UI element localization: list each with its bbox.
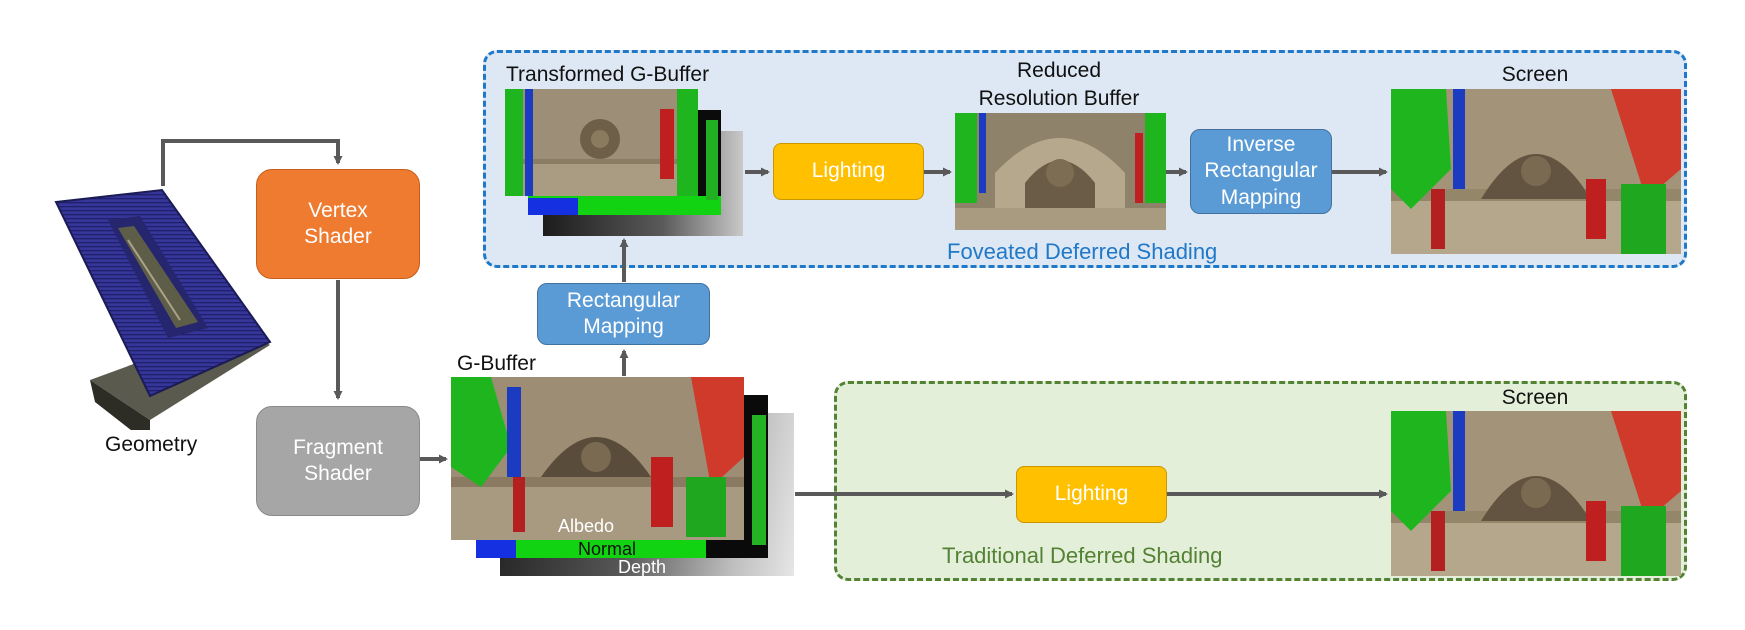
vertex-shader-line1: Vertex [308, 198, 368, 222]
vertex-shader-node: Vertex Shader [256, 169, 420, 279]
fragment-shader-node: Fragment Shader [256, 406, 420, 516]
foveated-caption: Foveated Deferred Shading [947, 239, 1218, 264]
foveated-lighting-node: Lighting [773, 143, 924, 200]
inverse-line3: Mapping [1220, 185, 1302, 209]
reduced-resolution-image [955, 113, 1166, 230]
fragment-shader-line2: Shader [304, 462, 372, 485]
albedo-label: Albedo [558, 516, 615, 536]
inverse-line1: Inverse [1226, 133, 1296, 157]
traditional-screen-image [1391, 411, 1681, 576]
rectangular-mapping-node: Rectangular Mapping [537, 283, 710, 345]
normal-label: Normal [578, 539, 637, 559]
depth-label: Depth [618, 557, 667, 577]
traditional-lighting-label: Lighting [1054, 482, 1129, 506]
geometry-to-vertex-arrow [161, 139, 343, 186]
gbuffer-title: G-Buffer [457, 352, 536, 375]
geometry-model-image [54, 188, 272, 430]
fragment-shader-line1: Fragment [293, 435, 383, 459]
traditional-lighting-node: Lighting [1016, 466, 1167, 523]
foveated-lighting-label: Lighting [811, 159, 886, 183]
transformed-albedo-layer-image [505, 89, 698, 196]
geometry-label: Geometry [105, 433, 198, 456]
gbuffer-albedo-layer-image [451, 377, 744, 540]
rectangular-mapping-line1: Rectangular [566, 288, 681, 312]
traditional-screen-title: Screen [1501, 386, 1569, 409]
reduced-title-line1: Reduced [1016, 59, 1102, 82]
foveated-screen-title: Screen [1501, 63, 1569, 86]
rectangular-mapping-line2: Mapping [583, 315, 664, 338]
foveated-screen-image [1391, 89, 1681, 254]
traditional-caption: Traditional Deferred Shading [942, 543, 1223, 568]
reduced-title-line2: Resolution Buffer [978, 87, 1140, 110]
vertex-shader-line2: Shader [304, 225, 372, 248]
inverse-rectangular-mapping-node: Inverse Rectangular Mapping [1190, 129, 1332, 214]
transformed-gbuffer-title: Transformed G-Buffer [506, 63, 710, 86]
inverse-line2: Rectangular [1204, 159, 1318, 183]
